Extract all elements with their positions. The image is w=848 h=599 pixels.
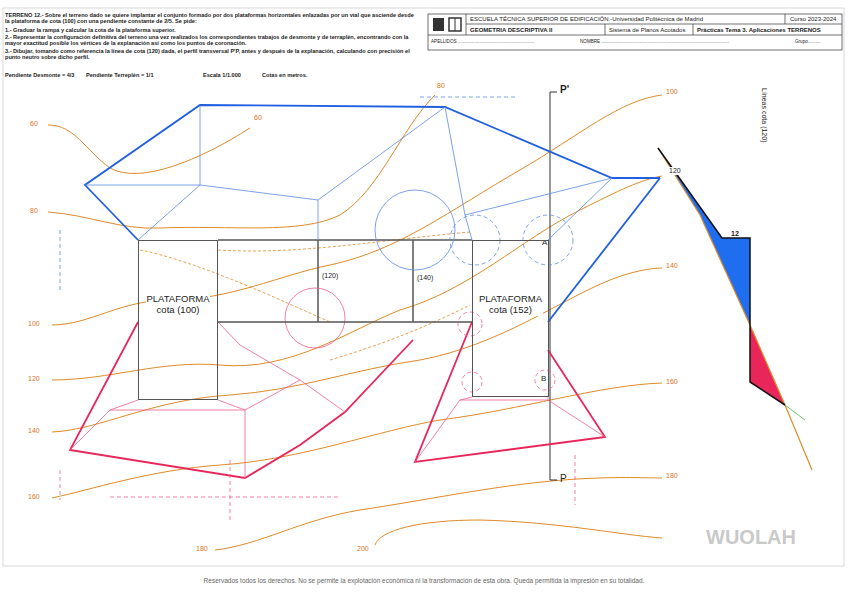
task-item: 1.- Graduar la rampa y calcular la cota … [5,27,176,33]
contour-number: 60 [253,114,263,122]
watermark: WUOLAH [706,526,796,549]
statement: TERRENO 12.- Sobre el terreno dado se qu… [5,12,417,25]
platform-box: PLATAFORMA cota (100) [138,240,218,400]
course-year: Curso 2023-2024 [790,16,836,23]
platform-label: PLATAFORMA cota (152) [479,293,543,316]
section-mark: P' [560,84,569,96]
contour-number: 160 [666,378,678,386]
platform-text: PLATAFORMA cota (100) [139,293,217,317]
data-note: Cotas en metros. [262,72,307,78]
contour-number: 140 [28,427,40,435]
data-note: Pendiente Desmonte = 4/3 [5,72,74,78]
point-label: B [540,374,547,383]
platform-label: PLATAFORMA cota (100) [146,293,210,316]
road-edge [218,321,472,323]
system-name: Sistema de Planos Acotados [609,27,685,34]
road-height: (120) [321,272,339,280]
subject-name: GEOMETRIA DESCRIPTIVA II [470,27,552,34]
profile-height: 12 [731,230,739,238]
task-item: 2.- Representar la configuración definit… [5,34,417,47]
contour-number: 200 [357,545,369,553]
data-note: Pendiente Terreplén = 1/1 [86,72,154,78]
task-item: 3.- Dibujar, tomando como referencia la … [5,48,417,61]
name-field: APELLIDOS ..............................… [431,39,534,44]
contour-number: 100 [28,320,40,328]
contour-number: 120 [28,375,40,383]
copyright-note: Reservados todos los derechos. No se per… [0,577,848,584]
section-mark: P [560,473,567,485]
group-field: Grupo.......... [795,39,821,44]
contour-number: 60 [30,120,38,128]
scale-note: Escala 1/1.000 [203,72,241,78]
profile-height: 120 [668,167,682,175]
platform-box: PLATAFORMA cota (152) [472,240,549,397]
contour-number: 80 [437,82,445,90]
school-name: ESCUELA TÉCNICA SUPERIOR DE EDIFICACIÓN.… [470,16,703,23]
contour-number: 140 [666,262,678,270]
platform-text: PLATAFORMA cota (152) [473,293,548,317]
contour-number: 100 [666,88,678,96]
profile-title: Líneas cota (120) [760,88,768,142]
practice-name: Prácticas Tema 3. Aplicaciones TERRENOS [697,27,821,34]
contour-number: 160 [28,493,40,501]
contour-number: 180 [196,545,208,553]
contour-number: 180 [666,472,678,480]
contour-number: 80 [30,207,38,215]
road-height: (140) [416,274,434,282]
name-field: NOMBRE .................................… [580,39,729,44]
